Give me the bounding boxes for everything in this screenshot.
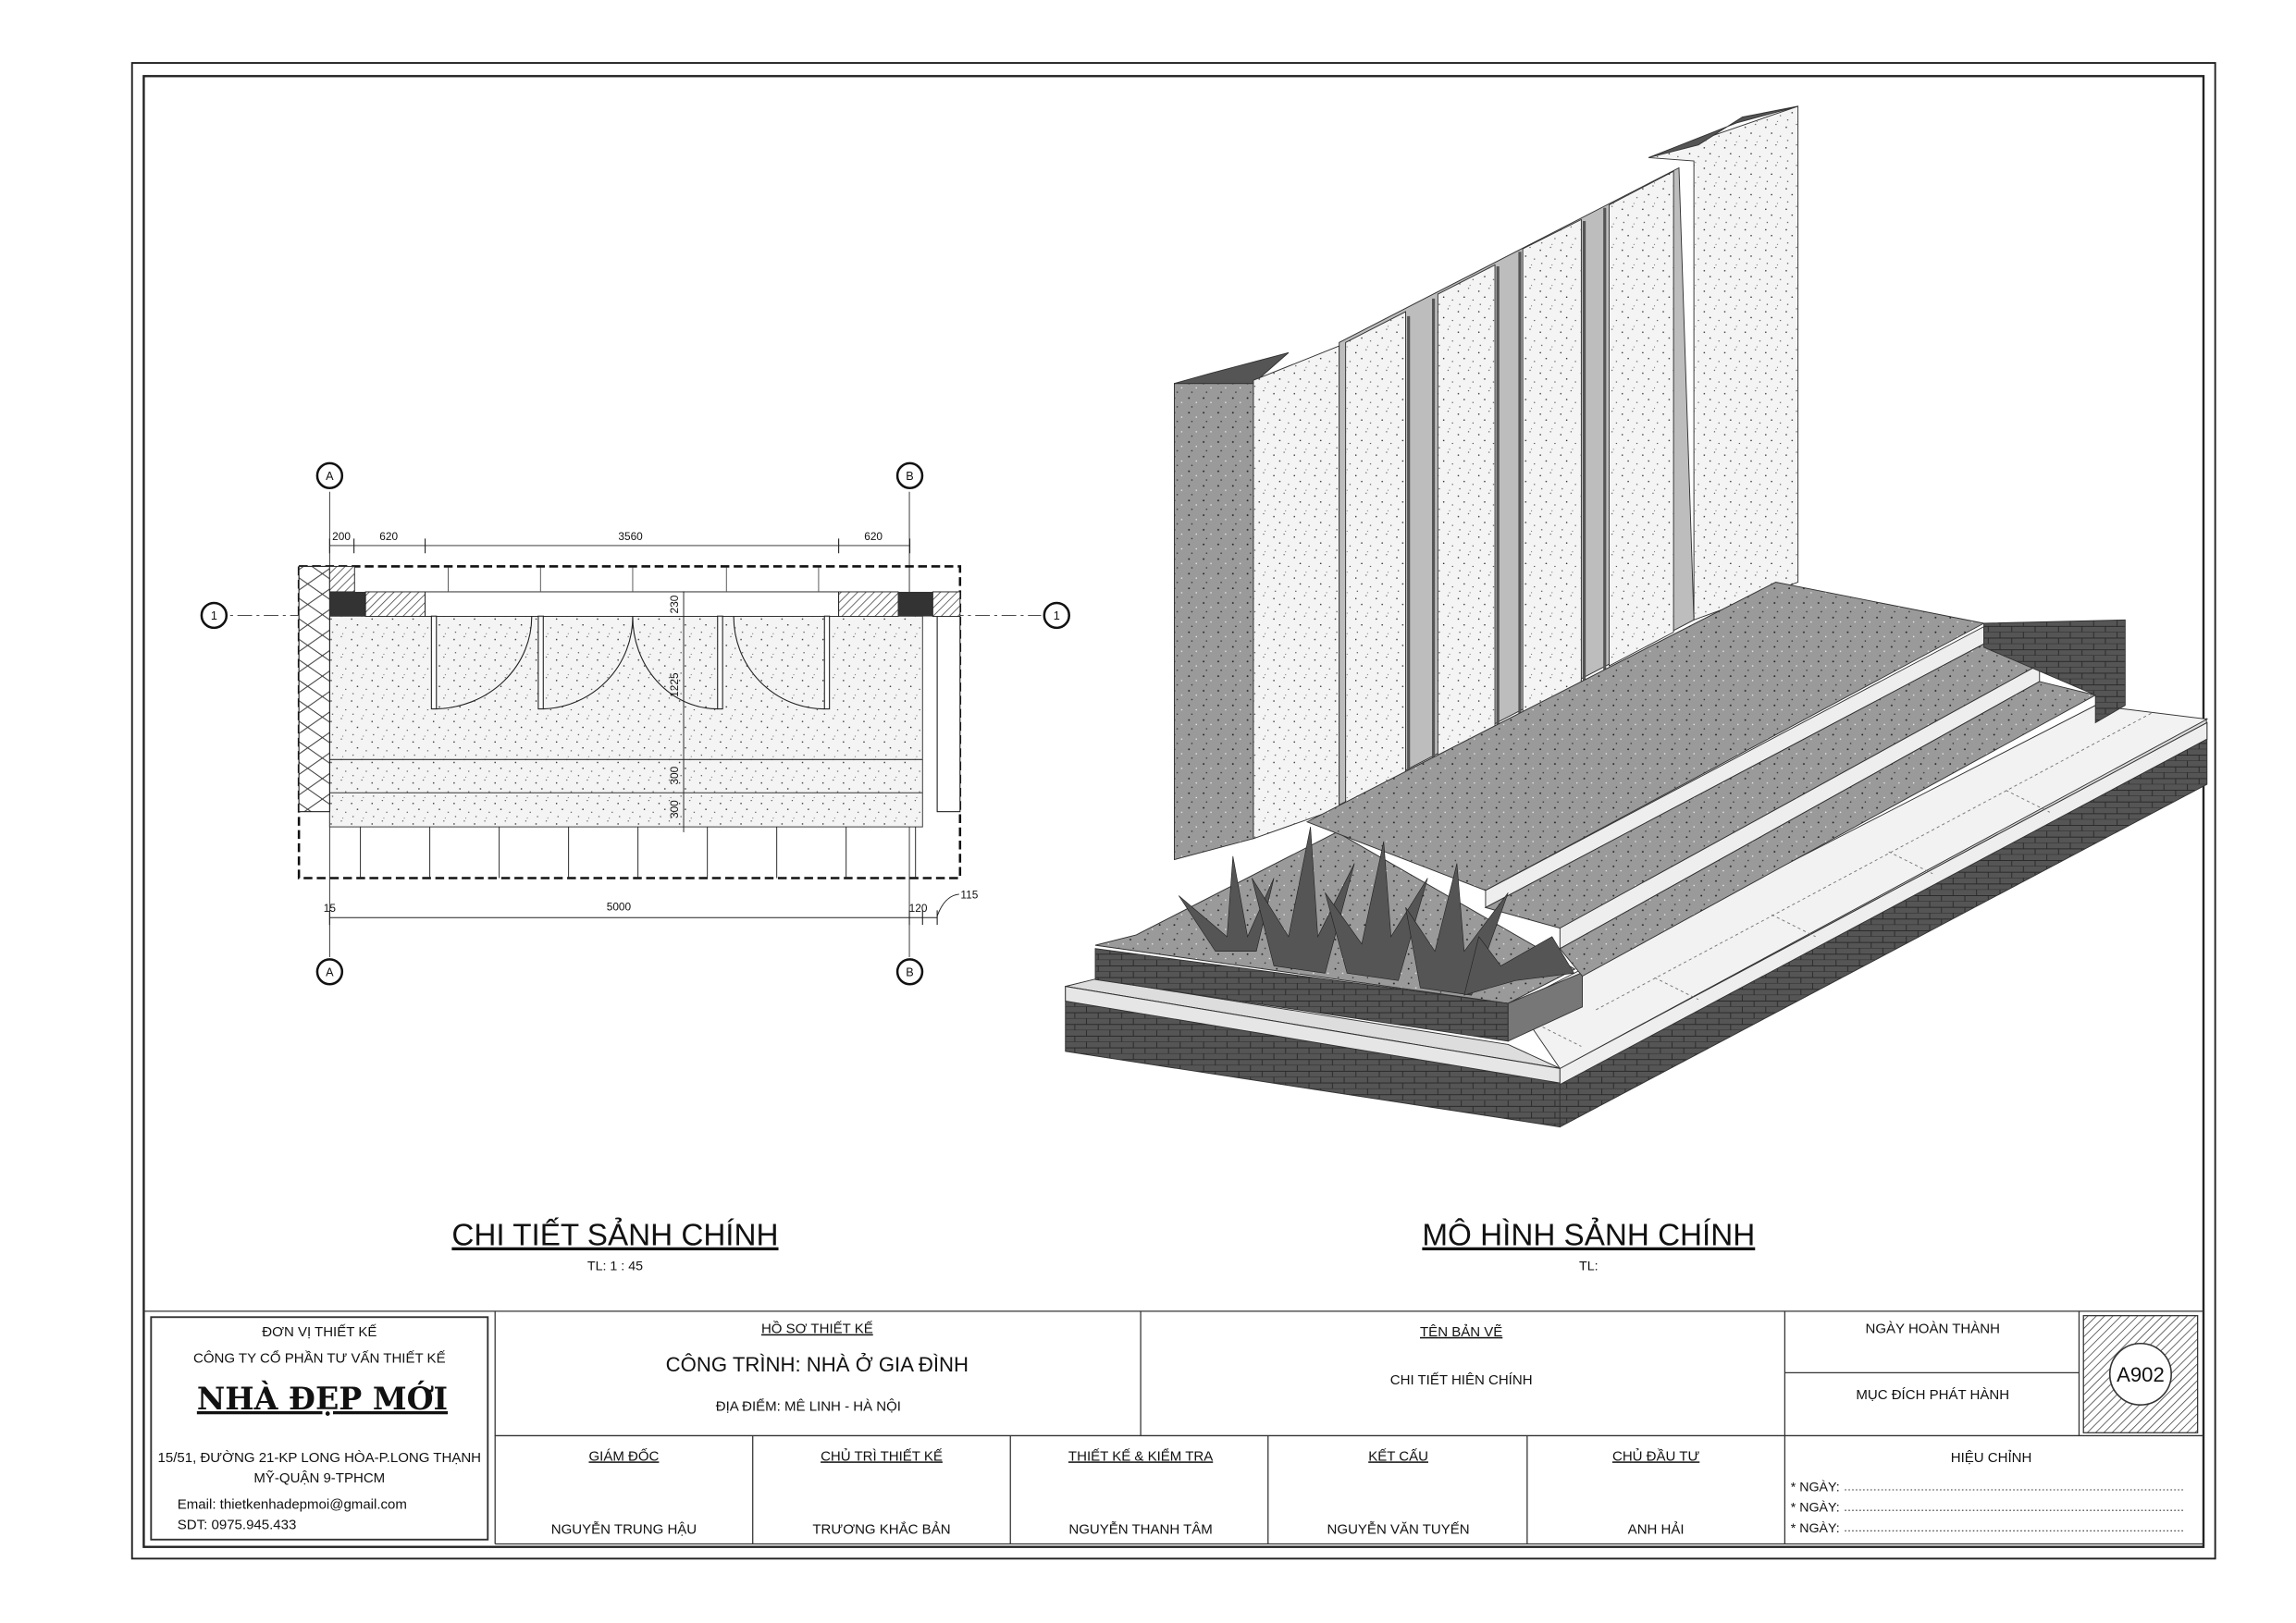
grid-label-b: B xyxy=(906,470,913,483)
role-name: NGUYỄN THANH TÂM xyxy=(1068,1521,1212,1537)
revision-date: * NGÀY: xyxy=(1791,1500,1840,1516)
outer-border xyxy=(130,62,2216,1560)
grid-bubble-1-left xyxy=(200,601,228,630)
role-title: KẾT CẤU xyxy=(1368,1448,1428,1464)
model-scale: TL: xyxy=(1579,1260,1599,1274)
revision-date: * NGÀY: xyxy=(1791,1520,1840,1536)
grid-label-1: 1 xyxy=(1054,609,1060,622)
dim-115: 115 xyxy=(960,889,978,902)
plan-doors xyxy=(430,615,831,710)
dim-230: 230 xyxy=(668,595,681,613)
role-name: NGUYỄN TRUNG HẬU xyxy=(551,1521,697,1537)
revision-label: HIỆU CHỈNH xyxy=(1951,1450,2032,1466)
company-info: ĐƠN VỊ THIẾT KẾ CÔNG TY CỔ PHẦN TƯ VẤN T… xyxy=(158,1324,481,1533)
company-logo: NHÀ ĐẸP MỚI xyxy=(197,1380,448,1417)
dim-1225: 1225 xyxy=(668,672,681,697)
role-name: NGUYỄN VĂN TUYẾN xyxy=(1327,1521,1470,1537)
plan-floor xyxy=(328,615,923,828)
drawing-name-label: TÊN BẢN VẼ xyxy=(1420,1324,1502,1340)
grid-label-b: B xyxy=(906,966,913,979)
plan-title: CHI TIẾT SẢNH CHÍNH xyxy=(451,1218,778,1253)
issue-purpose-label: MỤC ĐÍCH PHÁT HÀNH xyxy=(1856,1387,2009,1403)
revision-date: * NGÀY: xyxy=(1791,1480,1840,1495)
project-location: ĐỊA ĐIỂM: MÊ LINH - HÀ NỘI xyxy=(716,1398,901,1415)
role-name: TRƯƠNG KHẮC BẢN xyxy=(812,1520,950,1537)
role-title: CHỦ TRÌ THIẾT KẾ xyxy=(821,1447,943,1464)
grid-bubble-a-top xyxy=(315,461,344,490)
grid-bubble-b-top xyxy=(895,461,924,490)
roles: GIÁM ĐỐC NGUYỄN TRUNG HẬU CHỦ TRÌ THIẾT … xyxy=(551,1447,1700,1537)
dim-300-b: 300 xyxy=(668,800,681,818)
dim-620-right: 620 xyxy=(864,530,883,543)
title-block xyxy=(143,1310,2203,1545)
dim-300-a: 300 xyxy=(668,766,681,784)
company-address-line1: 15/51, ĐƯỜNG 21-KP LONG HÒA-P.LONG THẠNH xyxy=(158,1450,481,1466)
grid-label-a: A xyxy=(326,966,334,979)
model-3d xyxy=(1065,105,2209,1128)
glass-doors xyxy=(1345,170,1674,806)
plan-drawing: 200 620 3560 620 230 1225 300 300 15 500… xyxy=(200,461,1070,986)
dim-120: 120 xyxy=(909,902,928,915)
grid-bubble-1-right xyxy=(1043,601,1070,630)
grid-bubble-a-bottom xyxy=(315,958,344,986)
role-title: GIÁM ĐỐC xyxy=(589,1447,660,1464)
company-phone: SDT: 0975.945.433 xyxy=(178,1518,297,1533)
grid-label-a: A xyxy=(326,470,334,483)
project-name: CÔNG TRÌNH: NHÀ Ở GIA ĐÌNH xyxy=(666,1353,969,1376)
completion-date-label: NGÀY HOÀN THÀNH xyxy=(1865,1322,1999,1337)
grid-label-1: 1 xyxy=(211,609,217,622)
company-email: Email: thietkenhadepmoi@gmail.com xyxy=(178,1497,407,1513)
revision-block: HIỆU CHỈNH * NGÀY: * NGÀY: * NGÀY: xyxy=(1791,1450,2185,1536)
dim-3560: 3560 xyxy=(618,530,643,543)
dim-620-left: 620 xyxy=(379,530,398,543)
dim-200: 200 xyxy=(332,530,351,543)
grid-bubble-b-bottom xyxy=(895,958,924,986)
role-title: THIẾT KẾ & KIỂM TRA xyxy=(1068,1447,1213,1464)
plants xyxy=(1178,827,1575,996)
role-name: ANH HẢI xyxy=(1628,1521,1685,1537)
inner-border xyxy=(142,75,2205,1548)
dim-15: 15 xyxy=(324,902,337,915)
plan-scale: TL: 1 : 45 xyxy=(587,1260,643,1274)
model-title: MÔ HÌNH SẢNH CHÍNH xyxy=(1422,1218,1755,1253)
role-title: CHỦ ĐẦU TƯ xyxy=(1612,1447,1699,1464)
project-label: HỒ SƠ THIẾT KẾ xyxy=(761,1321,873,1337)
sheet-number: A902 xyxy=(2117,1363,2165,1386)
drawing-name: CHI TIẾT HIÊN CHÍNH xyxy=(1390,1372,1533,1388)
dim-5000: 5000 xyxy=(607,900,632,913)
company-name: CÔNG TY CỔ PHẦN TƯ VẤN THIẾT KẾ xyxy=(193,1349,446,1366)
company-address-line2: MỸ-QUẬN 9-TPHCM xyxy=(253,1470,385,1486)
company-label: ĐƠN VỊ THIẾT KẾ xyxy=(262,1324,376,1340)
